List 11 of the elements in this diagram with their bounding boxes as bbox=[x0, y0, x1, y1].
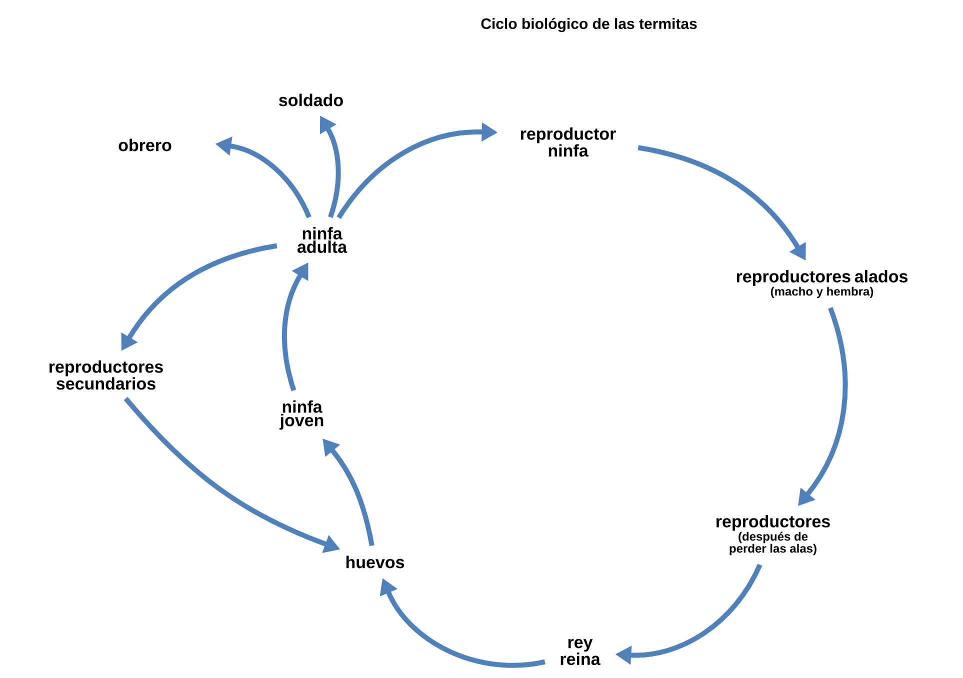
stage-label: rey reina bbox=[560, 638, 600, 666]
stage-label: soldado bbox=[279, 94, 343, 106]
stage-label: reproductores (después de perder las alas) bbox=[716, 514, 830, 556]
stage-label: reproductor ninfa bbox=[520, 127, 616, 157]
stage-label: huevos bbox=[346, 556, 404, 568]
stage-label: ninfa joven bbox=[280, 400, 324, 430]
title: Ciclo biológico de las termitas bbox=[481, 18, 697, 32]
stage-label: reproductores alados (macho y hembra) bbox=[736, 270, 908, 298]
stage-label: obrero bbox=[118, 138, 172, 152]
stage-label: ninfa adulta bbox=[297, 227, 348, 253]
stage-label: reproductores secundarios bbox=[50, 360, 163, 390]
